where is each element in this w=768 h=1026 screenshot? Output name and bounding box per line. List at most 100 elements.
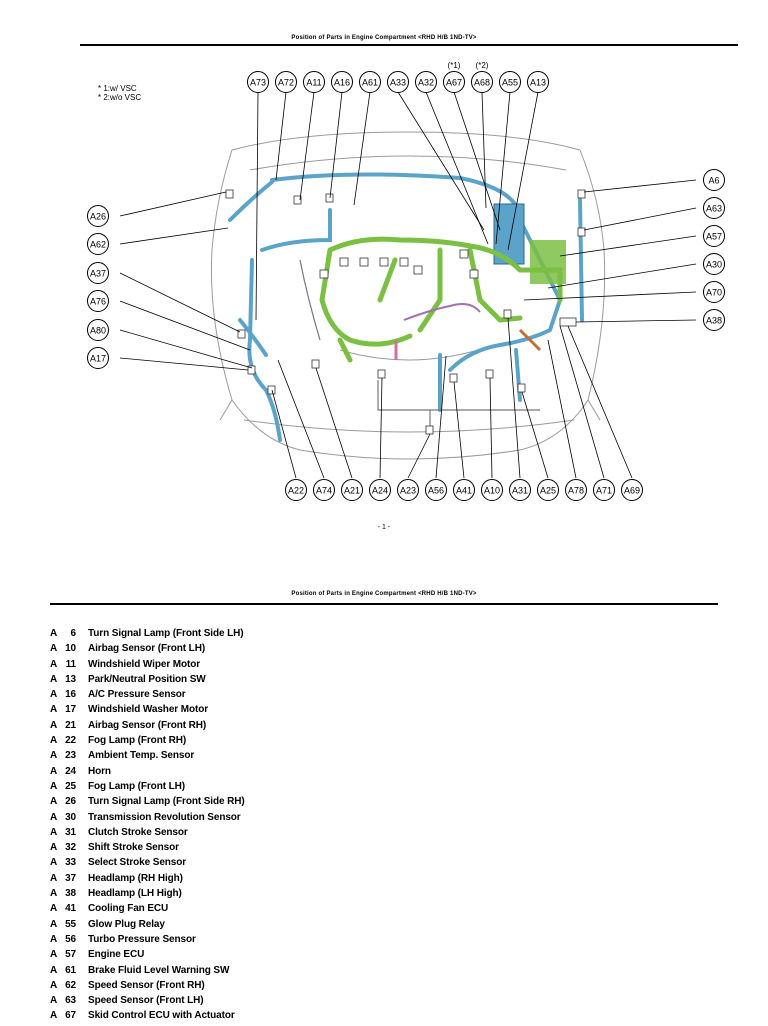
svg-text:A55: A55: [502, 78, 518, 88]
callout-A72: A72: [275, 71, 297, 93]
callout-A62: A62: [87, 233, 109, 255]
callouts-bottom: A22 A74 A21 A24 A23 A56 A41 A10 A31 A25 …: [285, 479, 643, 501]
page-1-header: Position of Parts in Engine Compartment …: [291, 35, 477, 41]
callout-A73: A73: [247, 71, 269, 93]
callout-A74: A74: [313, 479, 335, 501]
svg-text:A10: A10: [484, 486, 500, 496]
svg-text:A25: A25: [540, 486, 556, 496]
page-2-header-rule: [50, 603, 718, 605]
blue-harness: [228, 172, 584, 442]
callout-A26: A26: [87, 205, 109, 227]
callout-A33: A33: [387, 71, 409, 93]
callout-A6: A6: [703, 169, 725, 191]
callout-A38: A38: [703, 309, 725, 331]
svg-text:A37: A37: [90, 269, 106, 279]
svg-text:A73: A73: [250, 78, 266, 88]
callout-A32: A32: [415, 71, 437, 93]
svg-text:A62: A62: [90, 240, 106, 250]
svg-text:A57: A57: [706, 232, 722, 242]
callout-A69: A69: [621, 479, 643, 501]
svg-text:A78: A78: [568, 486, 584, 496]
svg-text:A11: A11: [306, 78, 321, 88]
callout-A16: A16: [331, 71, 353, 93]
callout-A37: A37: [87, 262, 109, 284]
svg-text:A68: A68: [474, 78, 490, 88]
footnote-1: * 1:w/ VSC: [98, 84, 137, 93]
svg-text:A13: A13: [530, 78, 546, 88]
svg-text:A26: A26: [90, 212, 106, 222]
callout-A78: A78: [565, 479, 587, 501]
page-1-header-rule: [80, 44, 738, 46]
purple-harness: [403, 303, 481, 321]
callout-A24: A24: [369, 479, 391, 501]
callout-A23: A23: [397, 479, 419, 501]
callout-A30: A30: [703, 253, 725, 275]
svg-text:A21: A21: [344, 486, 360, 496]
callout-A10: A10: [481, 479, 503, 501]
svg-text:A23: A23: [400, 486, 416, 496]
callout-A21: A21: [341, 479, 363, 501]
svg-text:A30: A30: [706, 260, 722, 270]
callout-A68: A68: [471, 71, 493, 93]
callout-A63: A63: [703, 197, 725, 219]
callout-A22: A22: [285, 479, 307, 501]
svg-text:A24: A24: [372, 486, 388, 496]
callouts-left: A26 A62 A37 A76 A80 A17: [87, 205, 109, 369]
svg-text:A56: A56: [428, 486, 444, 496]
svg-text:A69: A69: [624, 486, 640, 496]
svg-text:A80: A80: [90, 326, 106, 336]
callout-A61: A61: [359, 71, 381, 93]
svg-text:A17: A17: [90, 354, 106, 364]
callout-A56: A56: [425, 479, 447, 501]
footnote-2: * 2:w/o VSC: [98, 93, 142, 102]
svg-text:A74: A74: [316, 486, 332, 496]
svg-text:A32: A32: [418, 78, 434, 88]
callout-A57: A57: [703, 225, 725, 247]
callout-A67: A67: [443, 71, 465, 93]
svg-text:A16: A16: [334, 78, 350, 88]
green-block: [530, 240, 566, 284]
svg-text:A61: A61: [362, 78, 378, 88]
svg-text:A41: A41: [456, 486, 472, 496]
callouts-right: A6 A63 A57 A30 A70 A38: [703, 169, 725, 331]
note-star-2: (*2): [476, 61, 489, 70]
note-star-1: (*1): [448, 61, 461, 70]
callout-A13: A13: [527, 71, 549, 93]
svg-text:A6: A6: [708, 176, 719, 186]
engine-connectors: [319, 249, 479, 279]
callout-A25: A25: [537, 479, 559, 501]
engine-compartment-diagram: A73 A72 A11 A16 A61 A33 A32 A67 A68 A55 …: [87, 61, 725, 501]
svg-text:A72: A72: [278, 78, 294, 88]
svg-text:A33: A33: [390, 78, 406, 88]
vehicle-outline: [210, 131, 606, 460]
svg-text:A31: A31: [512, 486, 528, 496]
callout-A55: A55: [499, 71, 521, 93]
svg-text:A76: A76: [90, 297, 106, 307]
footnotes: * 1:w/ VSC * 2:w/o VSC: [98, 84, 141, 102]
svg-text:A71: A71: [596, 486, 612, 496]
callouts-top: A73 A72 A11 A16 A61 A33 A32 A67 A68 A55 …: [247, 71, 549, 93]
svg-text:A38: A38: [706, 316, 722, 326]
callout-A11: A11: [303, 71, 325, 93]
connectors: [225, 189, 586, 435]
